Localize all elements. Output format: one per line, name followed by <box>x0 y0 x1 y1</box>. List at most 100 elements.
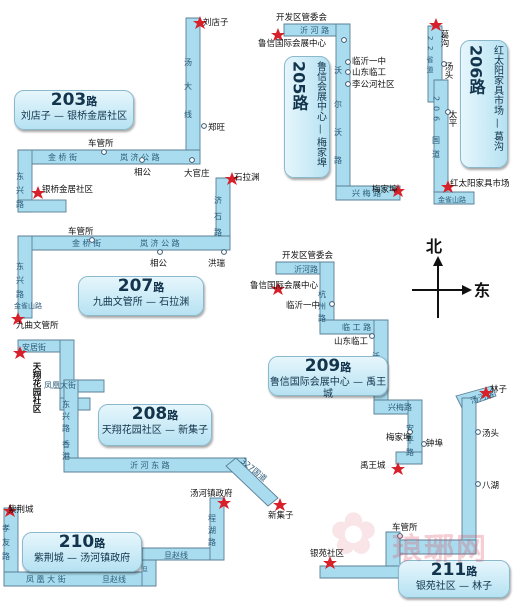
road-label: 道 <box>432 149 441 159</box>
road-label: 路 <box>62 423 71 432</box>
road-label: 兴梅路 <box>388 402 412 412</box>
route-210-roads <box>3 497 225 587</box>
station-label: 葛沟 <box>439 29 449 48</box>
compass: 北 东 <box>412 237 490 318</box>
road-label: 线 <box>184 109 193 118</box>
station-label: 汤河镇政府 <box>190 488 233 499</box>
route-210-label: 210路 紫荆城 — 汤河镇政府 <box>22 532 142 572</box>
station-label: 山东临工 <box>334 336 369 347</box>
route-206-label: 206路 红太阳家具市场 — 葛沟 <box>460 40 508 168</box>
station-label: 郑旺 <box>208 122 226 133</box>
road-label: 沃 <box>334 66 343 75</box>
station-label: 开发区管委会 <box>276 12 328 23</box>
station-label: 新集子 <box>268 510 294 521</box>
station-labels: 刘店子 郑旺 大官庄 相公 车管所 银桥金居社区 石拉渊 洪瑞 相公 车管所 九… <box>8 12 510 559</box>
station-label: 太平 <box>447 109 457 128</box>
station-label: 车管所 <box>68 226 94 237</box>
station-label: 李公河社区 <box>352 79 395 90</box>
route-208-label: 208路 天翔花园社区 — 新集子 <box>98 404 212 446</box>
road-label: 东 <box>16 171 25 180</box>
station-label: 大官庄 <box>184 168 210 179</box>
road-label: 金雀山路 <box>438 195 466 204</box>
station-label: 石拉渊 <box>234 172 260 183</box>
road-label: 金 桥 街 <box>48 152 77 162</box>
station-label: 银苑社区 <box>310 548 345 559</box>
road-label: 香 <box>62 439 71 449</box>
road-label: 凤凰大街 <box>44 380 76 390</box>
station-label: 梅家埠 <box>372 184 398 195</box>
station-label: 禹王城 <box>360 460 386 471</box>
road-label: 兴 梅 路 <box>352 188 381 198</box>
station-label: 洪瑞 <box>208 258 226 269</box>
watermark-logo: ✿ <box>330 501 377 567</box>
road-label: 岚 济 公 路 <box>120 152 160 162</box>
compass-north: 北 <box>426 237 442 256</box>
stop-dots <box>89 37 481 539</box>
road-label: 东 <box>62 399 71 408</box>
station-label: 临沂一中 <box>286 300 320 311</box>
road-label: 路 <box>2 551 11 560</box>
route-207-roads <box>17 177 231 319</box>
road-label: 济 <box>214 195 223 205</box>
station-label: 临沂一中 <box>352 56 386 67</box>
route-205-roads <box>283 23 401 201</box>
station-label: 鲁信国际会展中心 <box>250 280 319 291</box>
road-label: 兴 <box>16 186 25 195</box>
road-label: 路 <box>214 227 223 236</box>
road-label: 旦赵线 <box>102 574 126 584</box>
station-label: 开发区管委会 <box>282 250 334 261</box>
road-label: 东 <box>16 261 25 270</box>
road-label: 路 <box>16 289 25 298</box>
road-label: 临 工 路 <box>342 322 371 332</box>
road-label: 金 桥 街 <box>72 238 101 248</box>
station-label: 山东临工 <box>352 67 387 78</box>
station-label: 紫荆城 <box>8 504 34 515</box>
road-label: 凤 凰 大 街 <box>26 574 66 584</box>
station-label: 九曲文管所 <box>16 320 59 331</box>
station-label: 银桥金居社区 <box>42 184 94 195</box>
road-label: 安 <box>406 423 415 433</box>
road-label: 杭 <box>318 289 327 299</box>
route-211-label: 211路 银苑社区 — 林子 <box>398 560 510 598</box>
station-label: 林子 <box>490 384 508 395</box>
road-label: 省 <box>426 55 434 64</box>
route-203-roads <box>17 17 201 213</box>
terminus-stars <box>3 16 493 569</box>
station-label: 鲁信国际会展中心 <box>258 38 327 49</box>
route-203-label: 203路 刘店子 — 银桥金居社区 <box>14 90 134 130</box>
watermark-text: 琅琊网 <box>392 532 488 567</box>
compass-east: 东 <box>474 281 490 300</box>
road-label: 兴 <box>16 276 25 285</box>
road-label: 6 <box>432 116 441 121</box>
road-label: 汤 <box>184 58 193 67</box>
road-label: 岚 济 公 路 <box>140 238 180 248</box>
road-label: 国 <box>432 136 441 145</box>
road-label: 沂 河 东 路 <box>130 460 170 470</box>
station-label: 相公 <box>134 167 152 178</box>
road-label: 路 <box>406 447 415 456</box>
station-label: 八湖 <box>482 481 499 491</box>
road-label: 2 <box>426 36 434 40</box>
route-208-roads <box>17 339 279 507</box>
road-label: 路 <box>16 199 25 208</box>
road-label: 2 <box>432 96 441 101</box>
road-label: 州 <box>318 302 327 310</box>
road-label: 金雀山路 <box>14 301 42 310</box>
road-label: 旦 <box>141 566 148 572</box>
road-label: 平 <box>406 436 415 445</box>
road-label: 安居街 <box>22 342 46 352</box>
route-205-label: 205路 鲁信会展中心 — 梅家埠 <box>284 56 330 178</box>
road-label: 沂河路 <box>294 264 318 274</box>
road-label: 路 <box>334 155 343 164</box>
station-label: 汤头 <box>482 428 500 439</box>
road-label: 路 <box>318 313 327 322</box>
road-label: 尔 <box>334 99 343 108</box>
station-label: 汤头 <box>443 62 453 80</box>
road-label: 港 <box>62 451 71 461</box>
road-label: 湖 <box>208 526 217 535</box>
road-label: 2 <box>426 46 434 50</box>
station-label: 钟埠 <box>426 438 444 449</box>
road-label: 沃 <box>334 128 343 137</box>
route-209-label: 209路 鲁信国际会展中心 — 禹王城 <box>268 356 388 400</box>
